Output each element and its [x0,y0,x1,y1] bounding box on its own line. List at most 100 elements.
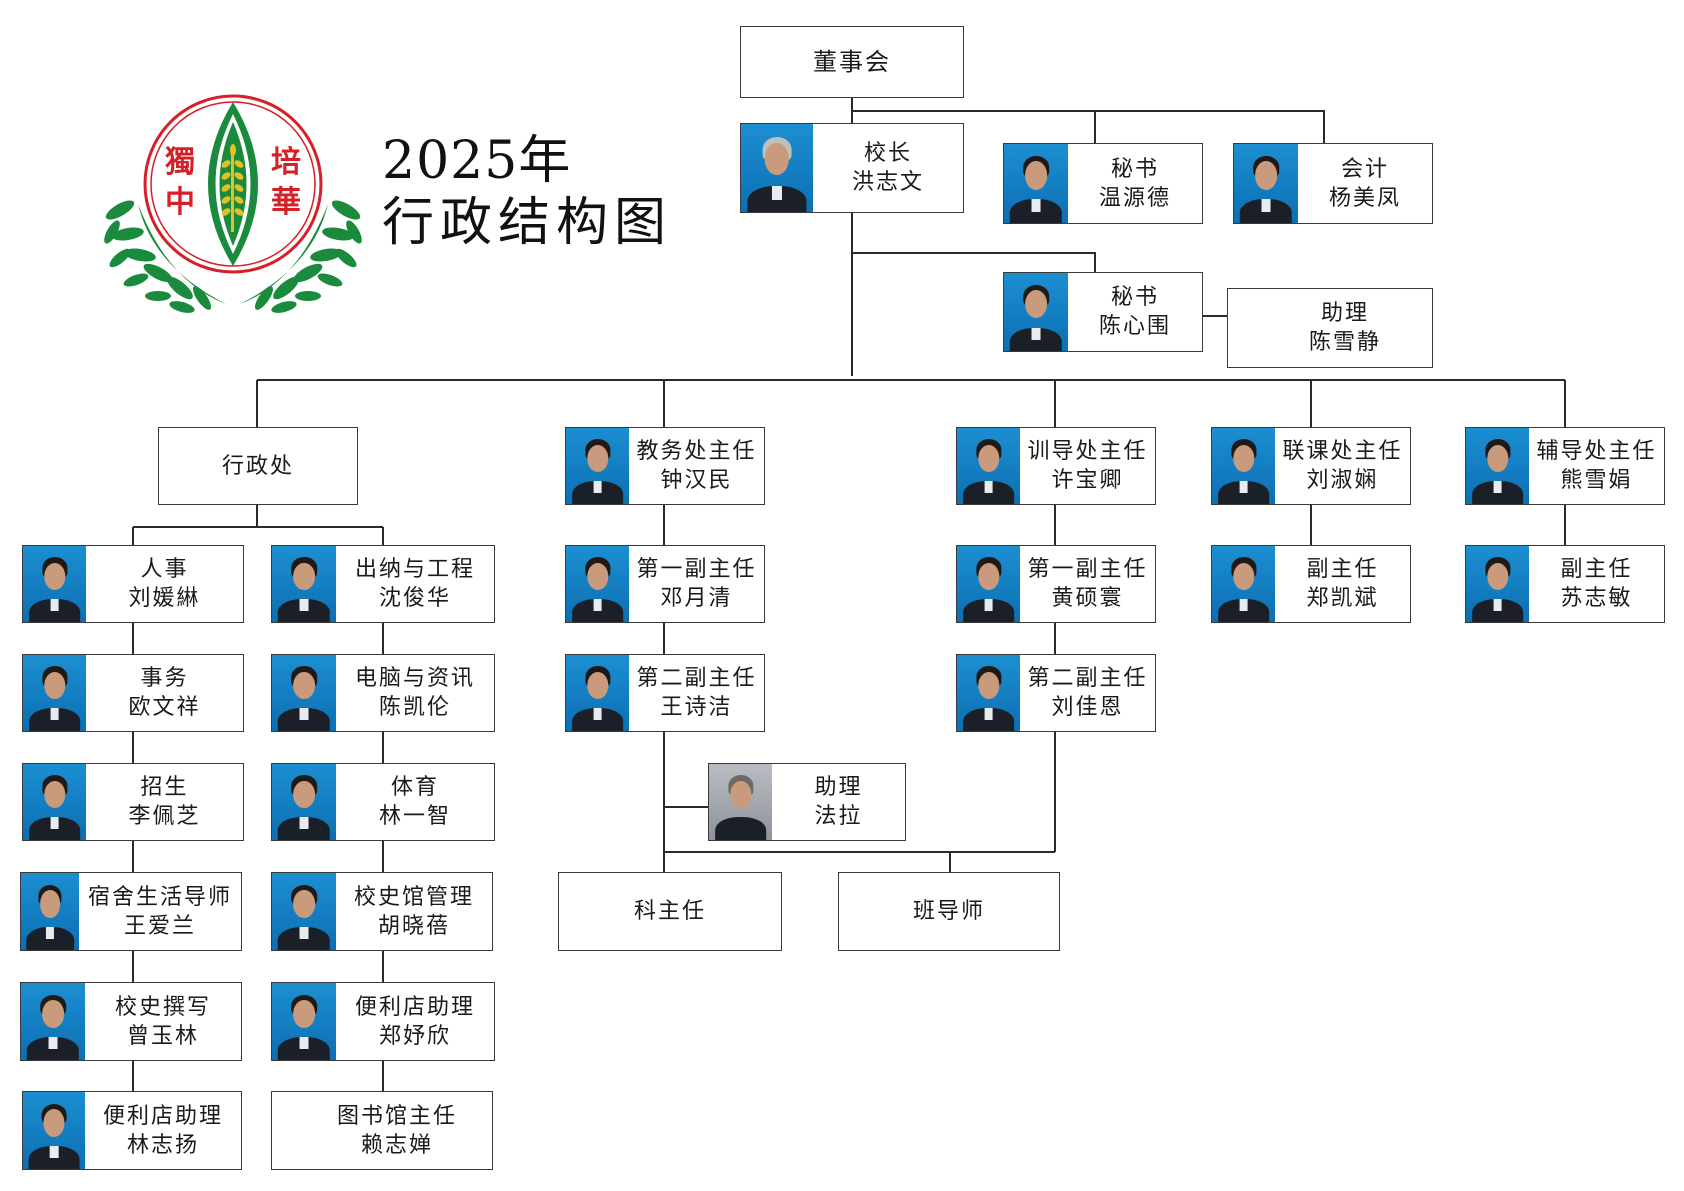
discipline-deputy-1: 第一副主任黄硕寰 [956,545,1156,623]
admin-left-3-name: 李佩芝 [128,804,201,829]
admin-left-2-name: 欧文祥 [128,695,201,720]
accountant-name: 杨美凤 [1328,185,1401,211]
discipline-deputy-1-role: 第一副主任 [1027,557,1148,582]
secretary2-role: 秘书 [1110,285,1159,310]
discipline-head-role: 训导处主任 [1027,439,1148,464]
admin-office-box: 行政处 [158,427,358,505]
logo-char-4: 華 [271,185,301,220]
admin-left-1-role: 人事 [140,557,189,582]
discipline-deputy-2-name: 刘佳恩 [1051,695,1124,720]
academic-deputy-2-name: 王诗洁 [660,695,733,720]
discipline-deputy-2-photo [957,655,1020,731]
cocurricular-head-role: 联课处主任 [1282,439,1403,464]
admin-right-1-role: 出纳与工程 [354,557,475,582]
subject-head-label: 科主任 [633,899,706,924]
academic-assistant-role: 助理 [814,775,863,800]
principal-photo [741,124,813,212]
academic-deputy-1-role: 第一副主任 [636,557,757,582]
counseling-deputy-role: 副主任 [1560,557,1633,582]
admin-left-2: 事务欧文祥 [22,654,244,732]
academic-assistant: 助理法拉 [708,763,906,841]
admin-left-4-role: 宿舍生活导师 [87,884,232,910]
admin-right-6-name: 赖志婵 [360,1132,433,1158]
principal-box: 校长洪志文 [740,123,964,213]
counseling-head-photo [1466,428,1529,504]
subject-head-box: 科主任 [558,872,782,951]
discipline-head-photo [957,428,1020,504]
cocurricular-deputy-role: 副主任 [1306,557,1379,582]
admin-left-4-name: 王爱兰 [123,913,196,939]
academic-head: 教务处主任钟汉民 [565,427,765,505]
academic-head-name: 钟汉民 [660,468,733,493]
accountant-role: 会计 [1340,156,1389,182]
counseling-deputy-photo [1466,546,1529,622]
counseling-head: 辅导处主任熊雪娟 [1465,427,1665,505]
admin-left-6-photo [23,1092,85,1169]
secretary2-name: 陈心围 [1098,314,1171,339]
title-name: 行政结构图 [382,193,673,253]
admin-right-2: 电脑与资讯陈凯伦 [271,654,495,732]
accountant-box: 会计杨美凤 [1233,143,1433,224]
admin-right-1: 出纳与工程沈俊华 [271,545,495,623]
secretary1-box: 秘书温源德 [1003,143,1203,224]
admin-right-4: 校史馆管理胡晓蓓 [271,872,493,951]
academic-deputy-2-photo [566,655,629,731]
cocurricular-deputy-name: 郑凯斌 [1306,586,1379,611]
academic-deputy-2: 第二副主任王诗洁 [565,654,765,732]
admin-right-3: 体育林一智 [271,763,495,841]
admin-left-6-name: 林志扬 [126,1132,199,1158]
secretary2-photo [1004,273,1068,351]
admin-left-4: 宿舍生活导师王爱兰 [20,872,242,951]
admin-left-5-role: 校史撰写 [114,994,211,1020]
academic-head-role: 教务处主任 [636,439,757,464]
secretary2-box: 秘书陈心围 [1003,272,1203,352]
assistant-top-name: 陈雪静 [1308,330,1381,355]
accountant-photo [1234,144,1298,223]
cocurricular-head: 联课处主任刘淑娴 [1211,427,1411,505]
admin-left-3: 招生李佩芝 [22,763,244,841]
admin-left-3-role: 招生 [140,775,189,800]
admin-right-4-name: 胡晓蓓 [377,913,450,939]
discipline-deputy-1-name: 黄硕寰 [1051,586,1124,611]
secretary1-name: 温源德 [1098,185,1171,211]
counseling-head-role: 辅导处主任 [1536,439,1657,464]
cocurricular-head-name: 刘淑娴 [1306,468,1379,493]
admin-right-5-role: 便利店助理 [354,994,475,1020]
admin-left-2-photo [23,655,86,731]
admin-office-label: 行政处 [221,453,294,479]
admin-left-5-photo [21,983,85,1060]
academic-deputy-1-photo [566,546,629,622]
board-box: 董事会 [740,26,964,98]
assistant-top-role: 助理 [1320,301,1369,326]
admin-left-4-photo [21,873,79,950]
secretary1-photo [1004,144,1068,223]
academic-assistant-name: 法拉 [814,804,863,829]
logo-char-3: 培 [271,145,301,180]
logo-char-2: 中 [165,185,195,220]
admin-right-1-name: 沈俊华 [378,586,451,611]
class-teacher-label: 班导师 [912,899,985,924]
title-year: 2025年 [382,131,572,191]
school-logo: 獨 中 培 華 [104,94,362,313]
counseling-head-name: 熊雪娟 [1560,468,1633,493]
admin-right-5-photo [272,983,336,1060]
assistant-top-box: 助理陈雪静 [1227,288,1433,368]
admin-right-4-role: 校史馆管理 [353,884,474,910]
admin-right-2-name: 陈凯伦 [378,695,451,720]
admin-right-6-role: 图书馆主任 [336,1103,457,1129]
admin-right-5: 便利店助理郑妤欣 [271,982,495,1061]
cocurricular-deputy: 副主任郑凯斌 [1211,545,1411,623]
discipline-head-name: 许宝卿 [1051,468,1124,493]
logo-char-1: 獨 [165,145,195,180]
admin-right-3-name: 林一智 [378,804,451,829]
admin-right-1-photo [272,546,336,622]
admin-right-2-role: 电脑与资讯 [354,666,475,691]
discipline-deputy-2-role: 第二副主任 [1027,666,1148,691]
cocurricular-head-photo [1212,428,1275,504]
admin-right-2-photo [272,655,336,731]
board-label: 董事会 [813,47,891,76]
principal-name: 洪志文 [851,170,924,195]
admin-right-3-role: 体育 [390,775,439,800]
